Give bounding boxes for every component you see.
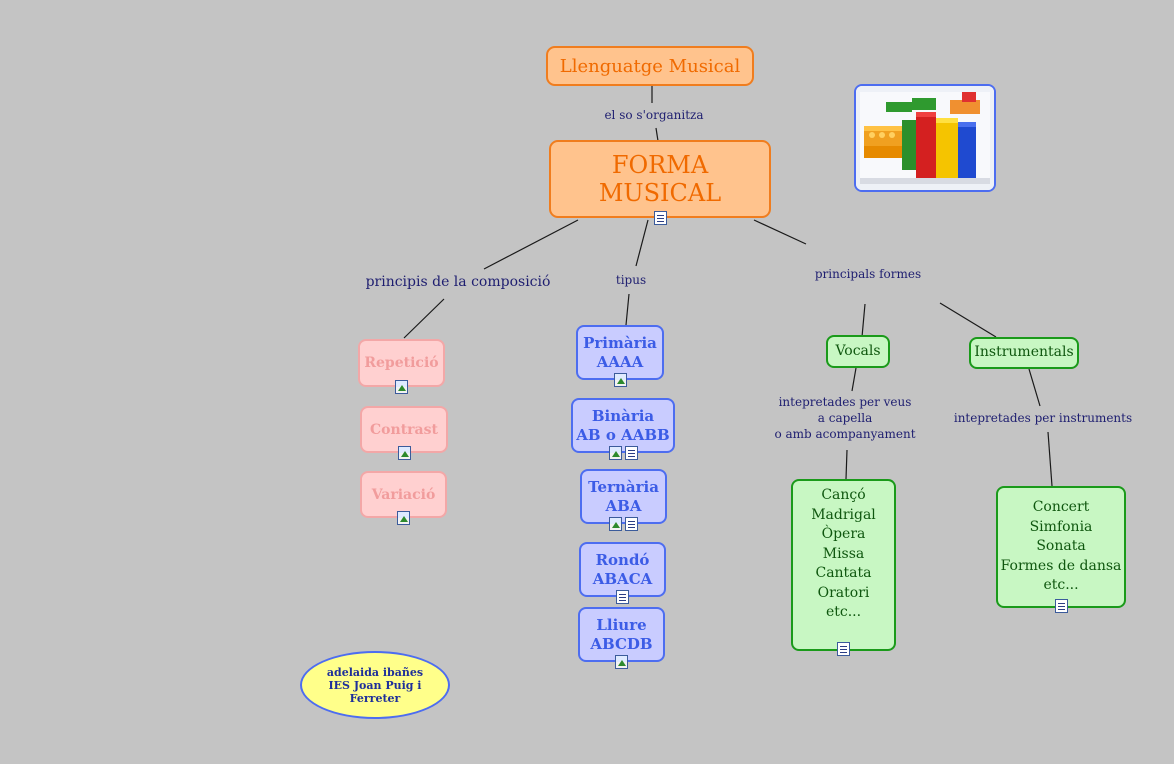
image-icon[interactable] [397, 511, 410, 525]
note-icon[interactable] [625, 517, 638, 531]
badge-group [360, 380, 443, 394]
note-icon[interactable] [624, 446, 638, 460]
image-icon[interactable] [608, 446, 622, 460]
link-forms-to-instrumentals [939, 302, 997, 338]
image-icon[interactable] [613, 373, 627, 387]
badge-group [578, 373, 662, 387]
list-item: Madrigal [811, 506, 876, 523]
concept-repeticio[interactable]: Repetició [358, 339, 445, 394]
badge-group [362, 446, 446, 460]
concept-primaria[interactable]: Primària AAAA [576, 325, 664, 387]
list-item: Formes de dansa [1000, 557, 1122, 574]
note-icon[interactable] [653, 211, 667, 225]
link-label-principals-formes: principals formes [814, 267, 922, 281]
list-item: Òpera [821, 526, 866, 542]
image-icon[interactable] [397, 446, 411, 460]
link-main-to-forms [753, 219, 807, 245]
image-icon[interactable] [609, 517, 622, 531]
type-pattern: ABCDB [590, 634, 653, 653]
concept-llenguatge-musical[interactable]: Llenguatge Musical [546, 46, 754, 86]
concept-variacio[interactable]: Variació [360, 471, 447, 525]
link-label-principis: principis de la composició [365, 274, 551, 290]
concept-ternaria[interactable]: Ternària ABA [580, 469, 667, 531]
lego-blocks-image[interactable] [854, 84, 996, 192]
concept-contrast[interactable]: Contrast [360, 406, 448, 460]
link-principles-to-repeticio [403, 298, 445, 339]
link-vocals-to-label [851, 367, 857, 392]
link-types-to-primaria [625, 293, 630, 326]
type-pattern: ABA [605, 496, 642, 515]
concept-rondo[interactable]: Rondó ABACA [579, 542, 666, 604]
link-label-to-main [655, 127, 659, 142]
concept-label: FORMA MUSICAL [598, 151, 722, 207]
list-item: Oratori [817, 584, 870, 601]
list-item: Sonata [1036, 538, 1086, 554]
image-icon[interactable] [615, 655, 628, 669]
note-icon[interactable] [616, 590, 629, 604]
badge-group [573, 446, 673, 460]
type-name: Binària [591, 406, 655, 425]
concept-forma-musical[interactable]: FORMA MUSICAL [549, 140, 771, 225]
concept-binaria[interactable]: Binària AB o AABB [571, 398, 675, 460]
badge-group [793, 642, 894, 656]
author-credit[interactable]: adelaida ibañes IES Joan Puig i Ferreter [300, 651, 450, 719]
list-item: Cançó [821, 487, 866, 503]
link-label-el-so: el so s'organitza [604, 108, 704, 122]
concept-label: Vocals [835, 342, 881, 359]
type-name: Ternària [588, 477, 659, 496]
link-label-vocals: intepretades per veus a capella o amb ac… [774, 395, 916, 441]
badge-group [551, 211, 769, 225]
list-item: etc... [1043, 577, 1079, 593]
link-label-tipus: tipus [615, 273, 647, 287]
badge-group [581, 590, 664, 604]
type-pattern: AAAA [596, 352, 644, 371]
badge-group [362, 511, 445, 525]
type-pattern: ABACA [592, 569, 653, 588]
badge-group [580, 655, 663, 669]
link-main-to-principles [483, 219, 579, 270]
link-label-to-instrumental-list [1047, 431, 1053, 487]
list-item: Missa [822, 545, 865, 562]
list-item: Simfonia [1029, 518, 1093, 535]
concept-lliure[interactable]: Lliure ABCDB [578, 607, 665, 669]
image-icon[interactable] [395, 380, 408, 394]
list-item: Cantata [815, 565, 872, 581]
concept-vocals[interactable]: Vocals [826, 335, 890, 368]
badge-group [998, 599, 1124, 613]
concept-label: Contrast [370, 421, 438, 438]
link-label-instrumentals: intepretades per instruments [953, 411, 1133, 425]
type-name: Lliure [596, 615, 647, 634]
note-icon[interactable] [1054, 599, 1068, 613]
concept-label: Instrumentals [974, 344, 1074, 361]
note-icon[interactable] [837, 642, 850, 656]
link-instrumentals-to-label [1028, 368, 1041, 407]
type-name: Primària [583, 333, 657, 352]
type-pattern: AB o AABB [576, 425, 670, 444]
type-name: Rondó [595, 550, 650, 569]
concept-label: Repetició [364, 355, 439, 371]
badge-group [582, 517, 665, 531]
concept-label: Llenguatge Musical [559, 55, 741, 77]
concept-vocal-forms-list[interactable]: Cançó Madrigal Òpera Missa Cantata Orato… [791, 479, 896, 656]
link-main-to-types [635, 219, 649, 267]
concept-label: Variació [371, 486, 436, 503]
link-forms-to-vocals [861, 303, 866, 338]
concept-instrumental-forms-list[interactable]: Concert Simfonia Sonata Formes de dansa … [996, 486, 1126, 613]
concept-instrumentals[interactable]: Instrumentals [969, 337, 1079, 369]
link-label-to-vocal-list [845, 449, 848, 480]
list-item: etc... [825, 604, 862, 620]
list-item: Concert [1032, 499, 1090, 515]
lego-blocks-illustration [856, 86, 994, 190]
